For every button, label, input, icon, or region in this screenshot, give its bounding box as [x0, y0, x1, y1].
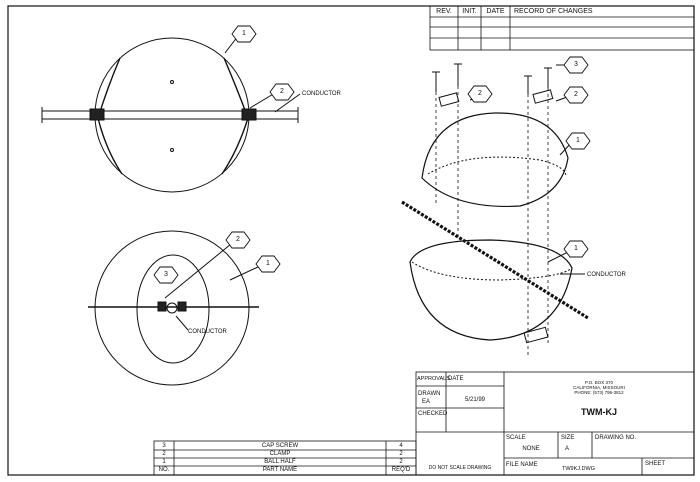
- parts-row-2-qty: 2: [399, 451, 403, 457]
- isometric-view: [401, 63, 589, 355]
- iso-conductor: [401, 200, 589, 320]
- parts-row-2-no: 2: [162, 451, 166, 457]
- parts-list-table: [153, 440, 417, 476]
- callout-bottom-clamp: 2: [236, 236, 240, 243]
- tb-checked-label: CHECKED: [418, 411, 448, 417]
- tb-company-line1: P.O. BOX 370: [585, 380, 613, 385]
- callout-iso-clamp-left: 2: [478, 90, 482, 97]
- tb-drawing-no-label: DRAWING NO.: [595, 435, 637, 441]
- iso-cap-screws: [432, 63, 552, 94]
- iso-upper-half-dome: [421, 112, 569, 208]
- parts-row-1-no: 1: [162, 459, 166, 465]
- tb-scale-value: NONE: [522, 446, 540, 452]
- parts-header-no: NO.: [158, 467, 170, 473]
- tb-date-label: DATE: [448, 376, 464, 382]
- parts-row-3-no: 3: [162, 443, 166, 449]
- label-conductor-iso: CONDUCTOR: [587, 272, 626, 278]
- parts-header-name: PART NAME: [262, 467, 298, 473]
- bottom-view: [88, 230, 261, 386]
- tb-drawn-by: EA: [422, 399, 431, 405]
- callout-bottom-screw: 3: [164, 271, 168, 278]
- parts-row-2-name: CLAMP: [269, 451, 291, 457]
- callout-iso-screw: 3: [574, 61, 578, 68]
- bottom-view-inner-opening: [136, 254, 210, 364]
- callout-top-clamp: 2: [280, 88, 284, 95]
- rev-col-date: DATE: [486, 8, 505, 15]
- revision-block: [429, 5, 695, 51]
- parts-header-qty: REQ'D: [391, 467, 411, 473]
- parts-row-1-name: BALL HALF: [264, 459, 296, 465]
- callout-iso-clamp-right: 2: [574, 91, 578, 98]
- tb-scale-label: SCALE: [506, 435, 526, 441]
- callout-top-body: 1: [242, 30, 246, 37]
- tb-sheet-label: SHEET: [645, 461, 666, 467]
- tb-drawn-date: 5/21/99: [464, 397, 486, 403]
- top-view-clamp-left: [89, 108, 105, 121]
- tb-drawn-label: DRAWN: [418, 391, 441, 397]
- top-view-clamp-right: [241, 108, 257, 121]
- tb-file-name-value: TW9KJ.DWG: [562, 466, 595, 472]
- parts-row-1-qty: 2: [399, 459, 403, 465]
- tb-approvals-label: APPROVALS: [417, 376, 450, 382]
- bottom-view-ball-outline: [94, 230, 250, 386]
- rev-col-changes: RECORD OF CHANGES: [514, 8, 593, 15]
- tb-size-value: A: [565, 446, 570, 452]
- label-conductor-top: CONDUCTOR: [302, 91, 341, 97]
- callout-iso-lower-half: 1: [574, 245, 578, 252]
- callout-bottom-body: 1: [266, 260, 270, 267]
- callout-iso-upper-half: 1: [576, 137, 580, 144]
- iso-lower-half-bowl: [409, 239, 573, 341]
- label-conductor-bottom: CONDUCTOR: [188, 329, 227, 335]
- tb-note: DO NOT SCALE DRAWING: [428, 465, 492, 471]
- parts-row-3-name: CAP SCREW: [261, 443, 299, 449]
- tb-size-label: SIZE: [561, 435, 575, 441]
- parts-row-3-qty: 4: [399, 443, 403, 449]
- tb-company-line3: PHONE: (573) 796-3812: [574, 390, 624, 395]
- rev-col-rev: REV.: [436, 8, 452, 15]
- tb-file-name-label: FILE NAME: [506, 462, 538, 468]
- tb-company-line2: CALIFORNIA, MISSOURI: [573, 385, 625, 390]
- tb-drawing-title: TWM-KJ: [581, 407, 617, 417]
- rev-col-init: INIT.: [462, 8, 477, 15]
- title-block: [415, 371, 695, 476]
